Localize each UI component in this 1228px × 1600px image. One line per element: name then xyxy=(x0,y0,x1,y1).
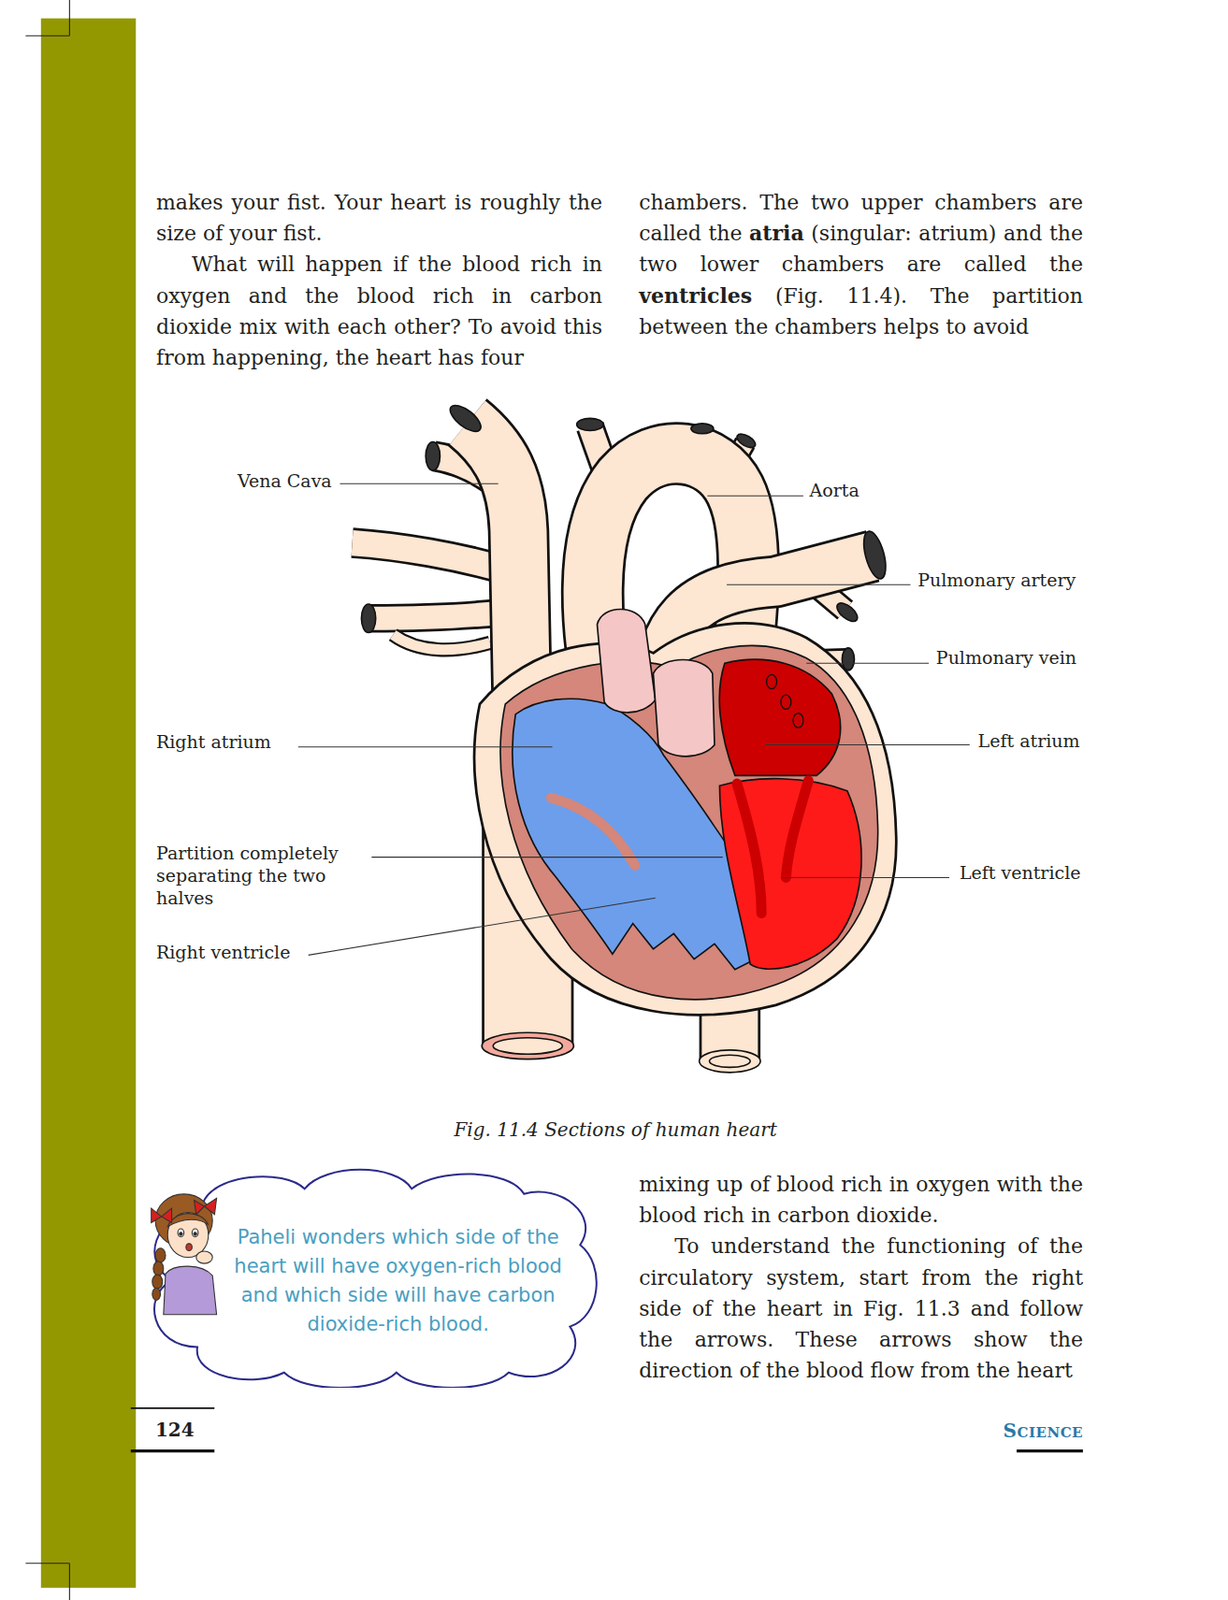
part-label: Pulmonary artery xyxy=(917,568,1076,592)
hole xyxy=(793,713,804,728)
leader-line xyxy=(707,495,804,497)
hole xyxy=(780,694,792,709)
leader-lines xyxy=(298,483,970,955)
part-label: Right atrium xyxy=(156,730,272,753)
pupil xyxy=(179,1232,183,1236)
bangs xyxy=(167,1213,209,1228)
eye xyxy=(177,1228,185,1238)
body-paragraph: mixing up of blood rich in oxygen with t… xyxy=(638,1169,1084,1232)
crop-marks xyxy=(25,0,70,1600)
girl xyxy=(151,1194,217,1315)
shirt xyxy=(163,1266,217,1315)
crop-mark xyxy=(25,0,70,36)
body-paragraph: To understand the functioning of the cir… xyxy=(638,1230,1084,1387)
leader-line xyxy=(298,746,553,748)
crop-mark xyxy=(25,1563,70,1600)
cloud-text: Paheli wonders which side of the heart w… xyxy=(141,1163,603,1339)
leader-line xyxy=(806,663,929,665)
leader-line xyxy=(780,877,950,879)
lung-branch xyxy=(392,635,491,651)
vessel-section xyxy=(653,659,715,756)
eye xyxy=(191,1228,199,1238)
rule xyxy=(130,1407,215,1410)
left-atrium-chamber xyxy=(719,659,840,776)
part-label: Right ventricle xyxy=(156,940,290,964)
valve-flap xyxy=(785,780,809,879)
valve-flap xyxy=(550,797,635,866)
part-label: Left ventricle xyxy=(959,861,1082,884)
opening xyxy=(446,400,486,436)
heart-wall xyxy=(500,645,879,999)
lung-branch xyxy=(392,635,491,651)
opening xyxy=(834,599,861,625)
bow xyxy=(151,1208,173,1223)
rule xyxy=(1016,1449,1084,1453)
face xyxy=(167,1213,209,1258)
opening xyxy=(699,1050,761,1073)
braid xyxy=(155,1248,166,1263)
part-label: Pulmonary vein xyxy=(936,646,1077,669)
text-column: makes your fist. Your heart is roughly t… xyxy=(156,187,603,375)
text-column: mixing up of blood rich in oxygen with t… xyxy=(638,1169,1084,1387)
cloud-path xyxy=(154,1170,597,1388)
bow xyxy=(193,1198,217,1214)
lung-branch xyxy=(369,612,506,620)
page-number: 124 xyxy=(155,1418,195,1442)
part-label: Vena Cava xyxy=(237,469,333,492)
lung-branch xyxy=(352,543,511,573)
leader-line xyxy=(765,744,970,746)
opening xyxy=(425,441,440,471)
leader-line xyxy=(726,584,911,586)
key-term: atria xyxy=(749,220,805,246)
left-ventricle-chamber xyxy=(719,779,862,970)
part-label: Left atrium xyxy=(978,729,1081,752)
opening xyxy=(361,604,376,634)
mouth xyxy=(186,1243,193,1252)
opening xyxy=(691,423,714,434)
hole xyxy=(766,674,778,689)
rule xyxy=(130,1449,215,1453)
footer-rules xyxy=(130,1408,1084,1452)
margin-bar xyxy=(41,18,136,1589)
opening xyxy=(481,1032,574,1059)
right-chambers xyxy=(512,698,757,969)
figure-caption: Fig. 11.4 Sections of human heart xyxy=(453,1117,777,1142)
body-paragraph: makes your fist. Your heart is roughly t… xyxy=(156,187,603,250)
leader-line xyxy=(371,856,723,858)
heart-body xyxy=(474,623,896,1016)
body-paragraph: chambers. The two upper chambers are cal… xyxy=(638,187,1084,343)
valve-flap xyxy=(736,783,762,914)
opening xyxy=(735,431,758,450)
braid xyxy=(153,1261,164,1276)
part-label: Aorta xyxy=(809,478,860,502)
lung-branch xyxy=(369,612,506,620)
thought-cloud: Paheli wonders which side of the heart w… xyxy=(141,1163,603,1388)
key-term: ventricles xyxy=(638,283,752,308)
leader-line xyxy=(308,897,656,955)
body-paragraph: What will happen if the blood rich in ox… xyxy=(156,248,603,374)
text-column: chambers. The two upper chambers are cal… xyxy=(638,187,1084,343)
girl-figure xyxy=(143,1184,225,1317)
hand xyxy=(196,1251,213,1264)
opening xyxy=(577,418,604,431)
braid xyxy=(152,1287,161,1301)
braid xyxy=(152,1274,163,1289)
opening xyxy=(709,1054,752,1068)
part-label: Partition completely separating the two … xyxy=(156,841,348,910)
vein-holes xyxy=(766,674,804,728)
vessel-section xyxy=(596,608,655,712)
lung-branch xyxy=(352,543,511,573)
opening xyxy=(859,529,891,582)
leader-line xyxy=(340,483,499,485)
pupil xyxy=(193,1232,197,1236)
opening xyxy=(492,1038,563,1055)
running-footer: SCIENCE xyxy=(1003,1419,1084,1445)
